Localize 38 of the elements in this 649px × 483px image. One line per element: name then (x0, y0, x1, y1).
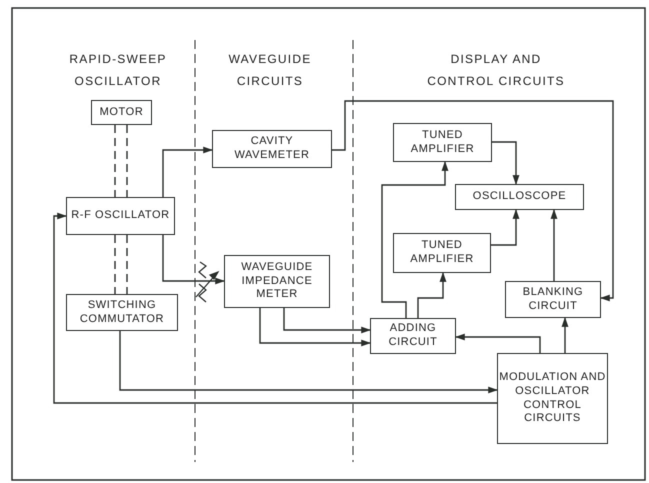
arrow (455, 334, 541, 353)
block-label: TUNED AMPLIFIER (409, 239, 475, 267)
block-label: OSCILLOSCOPE (472, 190, 566, 204)
arrow (492, 141, 520, 185)
block-box (91, 100, 152, 125)
block-box (505, 281, 601, 318)
block-label: R-F OSCILLATOR (71, 209, 170, 223)
arrow (162, 146, 213, 197)
block-box (66, 197, 175, 235)
block-box (370, 318, 456, 354)
block-label: SWITCHING COMMUTATOR (78, 298, 166, 326)
mechanical-link (114, 124, 128, 198)
block-box (224, 255, 330, 308)
block-label: BLANKING CIRCUIT (522, 286, 584, 314)
arrow (417, 272, 446, 318)
block-box (212, 130, 332, 168)
block-label: MODULATION AND OSCILLATOR CONTROL CIRCUITS (498, 371, 607, 426)
arrow (53, 212, 497, 404)
block-label: WAVEGUIDE IMPEDANCE METER (240, 260, 314, 302)
arrow (550, 209, 558, 281)
arrow (162, 235, 225, 284)
arrow (283, 308, 371, 334)
arrow (562, 317, 568, 353)
arrow (491, 209, 520, 246)
block-box (455, 184, 584, 210)
block-box (66, 294, 178, 331)
block-label: CAVITY WAVEMETER (233, 135, 311, 163)
block-box (393, 123, 492, 162)
block-box (497, 353, 608, 444)
block-label: MOTOR (100, 106, 144, 120)
mechanical-link (114, 234, 128, 295)
arrow (332, 100, 614, 302)
arrow (119, 331, 498, 394)
block-box (393, 233, 491, 273)
arrow (381, 161, 448, 318)
block-label: TUNED AMPLIFIER (410, 128, 476, 156)
block-label: ADDING CIRCUIT (388, 322, 438, 350)
arrow (259, 308, 371, 346)
